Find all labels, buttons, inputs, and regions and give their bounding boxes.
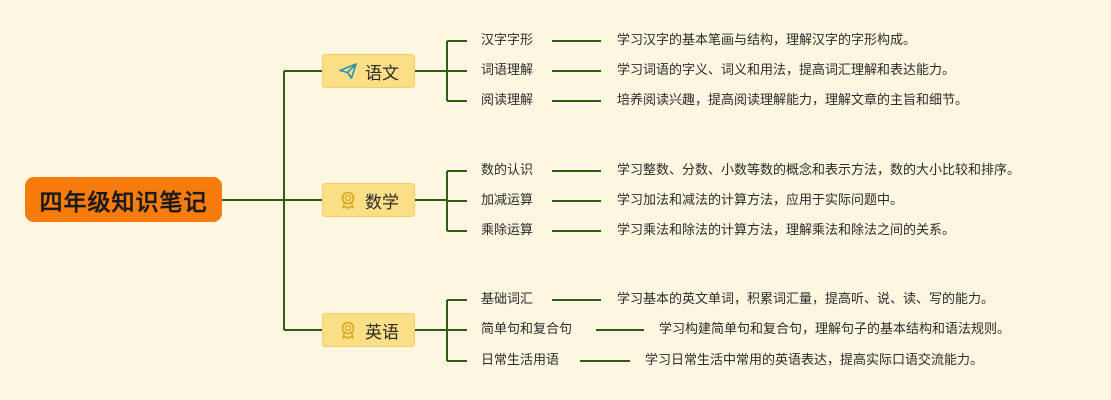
paper-plane-icon <box>338 61 358 81</box>
topic-description: 学习加法和减法的计算方法，应用于实际问题中。 <box>617 193 904 208</box>
topic-description: 学习词语的字义、词义和用法，提高词汇理解和表达能力。 <box>617 63 956 78</box>
subject-label: 英语 <box>365 322 399 343</box>
topic-description: 学习汉字的基本笔画与结构，理解汉字的字形构成。 <box>617 33 917 48</box>
topic-label: 数的认识 <box>481 163 534 178</box>
topic-label: 加减运算 <box>481 193 534 208</box>
topic-label: 简单句和复合句 <box>481 322 573 337</box>
topic-label: 汉字字形 <box>481 33 534 48</box>
topic-description: 学习构建简单句和复合句，理解句子的基本结构和语法规则。 <box>659 322 1011 337</box>
subject-node-chinese[interactable]: 语文 <box>322 54 415 88</box>
topic-description: 学习乘法和除法的计算方法，理解乘法和除法之间的关系。 <box>617 223 956 238</box>
subject-label: 语文 <box>365 63 399 84</box>
root-node[interactable]: 四年级知识笔记 <box>25 177 222 222</box>
topic-label: 阅读理解 <box>481 93 534 108</box>
topic-label: 乘除运算 <box>481 223 534 238</box>
topic-description: 学习整数、分数、小数等数的概念和表示方法，数的大小比较和排序。 <box>617 163 1021 178</box>
topic-label: 基础词汇 <box>481 292 534 307</box>
award-ribbon-icon <box>338 320 358 340</box>
subject-node-english[interactable]: 英语 <box>322 313 415 347</box>
award-ribbon-icon <box>338 190 358 210</box>
subject-label: 数学 <box>365 192 399 213</box>
topic-description: 培养阅读兴趣，提高阅读理解能力，理解文章的主旨和细节。 <box>617 93 969 108</box>
subject-node-math[interactable]: 数学 <box>322 183 415 217</box>
topic-label: 词语理解 <box>481 63 534 78</box>
topic-description: 学习基本的英文单词，积累词汇量，提高听、说、读、写的能力。 <box>617 292 995 307</box>
topic-description: 学习日常生活中常用的英语表达，提高实际口语交流能力。 <box>645 353 984 368</box>
root-label: 四年级知识笔记 <box>39 189 208 216</box>
topic-label: 日常生活用语 <box>481 353 560 368</box>
